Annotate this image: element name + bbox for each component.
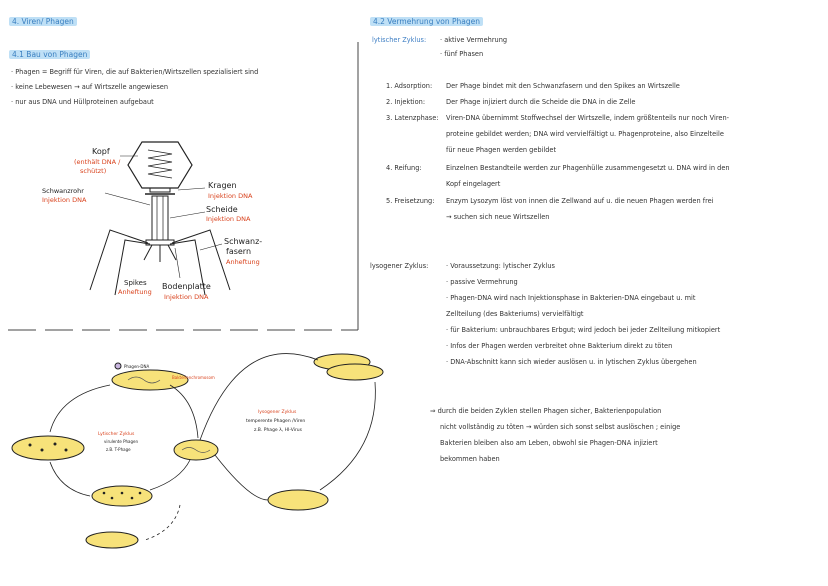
- bacterium-2: [11, 435, 85, 461]
- label-spikes-note: Anheftung: [118, 288, 152, 296]
- lyso-item-1: · Voraussetzung: lytischer Zyklus: [446, 262, 555, 270]
- label-lytic-title: Lytischer Zyklus: [98, 431, 135, 437]
- label-scheide-note: Injektion DNA: [206, 215, 251, 223]
- label-schwanzrohr-note: Injektion DNA: [42, 196, 87, 204]
- label-lysogenic-line3: z.B. Phage λ, HI-Virus: [254, 427, 303, 433]
- cycle-diagram: Phagen-DNA Bakterienchromosom Lytischer …: [11, 353, 384, 549]
- phage-collar: [149, 187, 171, 193]
- label-fasern-2: fasern: [226, 247, 251, 256]
- step-4-line-2: Kopf eingelagert: [446, 180, 501, 188]
- bacterium-right-2: [326, 363, 384, 381]
- bacterium-center-dna: [181, 447, 211, 453]
- arrow-lytic-2: [49, 461, 91, 497]
- pointer-schwanzrohr: [104, 192, 151, 206]
- tail-fiber-2: [114, 239, 151, 296]
- label-bodenplatte: Bodenplatte: [162, 282, 211, 291]
- lyso-item-6: · Infos der Phagen werden verbreitet ohn…: [446, 342, 673, 350]
- pointer-kragen: [177, 187, 206, 191]
- step-1-line-1: Der Phage bindet mit den Schwanzfasern u…: [446, 82, 680, 90]
- step-3-line-1: Viren-DNA übernimmt Stoffwechsel der Wir…: [446, 114, 730, 122]
- phage-dot-1: [114, 362, 122, 370]
- phage-diagram: Kopf (enthält DNA / schützt) Kragen Inje…: [42, 141, 262, 301]
- label-lysogenic-title: lysogener Zyklus: [258, 409, 297, 415]
- pointer-fasern: [199, 243, 223, 251]
- phage-particles-2: [28, 442, 68, 452]
- arrow-lytic-1: [49, 384, 111, 433]
- label-lytic-line3: z.B. T-Phage: [106, 447, 131, 452]
- step-5-line-1: Enzym Lysozym löst von innen die Zellwan…: [446, 197, 714, 205]
- phage-particles-3: [102, 491, 142, 500]
- arrow-lyso-3: [199, 353, 319, 441]
- step-2-line-1: Der Phage injiziert durch die Scheide di…: [446, 98, 636, 106]
- step-4-line-1: Einzelnen Bestandteile werden zur Phagen…: [446, 164, 730, 172]
- step-3-label: 3. Latenzphase:: [386, 114, 439, 122]
- pointer-scheide: [169, 211, 206, 219]
- bau-bullet-3: · nur aus DNA und Hüllproteinen aufgebau…: [11, 98, 154, 106]
- arrow-to-center: [169, 384, 199, 439]
- spike-3: [167, 244, 177, 261]
- chapter-title: 4. Viren/ Phagen: [9, 17, 77, 26]
- step-3-line-3: für neue Phagen werden gebildet: [446, 146, 557, 154]
- phage-head: [127, 141, 193, 189]
- lyso-item-7: · DNA-Abschnitt kann sich wieder auslöse…: [446, 358, 697, 366]
- conclusion-line-1: ⇒ durch die beiden Zyklen stellen Phagen…: [430, 407, 662, 415]
- conclusion-line-2: nicht vollständig zu töten → würden sich…: [440, 423, 681, 431]
- lytic-item-1: · aktive Vermehrung: [440, 36, 508, 44]
- label-bakterienchromosom: Bakterienchromosom: [172, 375, 215, 380]
- label-kopf: Kopf: [92, 147, 110, 156]
- arrow-lytic-3: [149, 459, 191, 491]
- arrow-lyso-1: [214, 454, 269, 501]
- lyso-cycle-label: lysogener Zyklus:: [370, 262, 429, 270]
- label-spikes: Spikes: [124, 279, 147, 287]
- step-3-line-2: proteine gebildet werden; DNA wird vervi…: [446, 130, 724, 138]
- conclusion-line-3: Bakterien bleiben also am Leben, obwohl …: [440, 439, 658, 447]
- bacterium-1-dna: [127, 376, 161, 384]
- pointer-bodenplatte: [174, 247, 181, 279]
- tail-fiber-3: [171, 229, 231, 291]
- tail-fiber-1: [89, 229, 149, 291]
- lyso-item-3: · Phagen-DNA wird nach Injektionsphase i…: [446, 294, 696, 302]
- lyso-item-4: Zellteilung (des Bakteriums) vervielfält…: [446, 310, 584, 318]
- step-5-label: 5. Freisetzung:: [386, 197, 435, 205]
- step-4-label: 4. Reifung:: [386, 164, 422, 172]
- label-schwanzrohr: Schwanzrohr: [42, 187, 84, 195]
- lytic-item-2: · fünf Phasen: [440, 50, 484, 58]
- spike-1: [143, 244, 153, 261]
- step-1-label: 1. Adsorption:: [386, 82, 433, 90]
- step-2-label: 2. Injektion:: [386, 98, 426, 106]
- label-lysogenic-line2: temperente Phagen /Viren: [246, 418, 305, 424]
- bacterium-1: [111, 369, 189, 391]
- label-kragen: Kragen: [208, 181, 237, 190]
- arrow-dashed: [144, 504, 181, 541]
- label-bodenplatte-note: Injektion DNA: [164, 293, 209, 301]
- label-phagen-dna: Phagen-DNA: [124, 364, 149, 369]
- lyso-item-5: · für Bakterium: unbrauchbares Erbgut; w…: [446, 326, 721, 334]
- label-kopf-note2: schützt): [80, 167, 106, 175]
- bacterium-right-bottom: [267, 489, 329, 511]
- step-5-line-2: → suchen sich neue Wirtszellen: [446, 213, 550, 221]
- phage-dna-coil: [147, 149, 173, 179]
- label-kragen-note: Injektion DNA: [208, 192, 253, 200]
- label-scheide: Scheide: [206, 205, 238, 214]
- tail-fiber-4: [169, 239, 206, 296]
- left-frame: [8, 42, 359, 331]
- bacterium-3: [91, 485, 153, 507]
- bau-bullet-1: · Phagen = Begriff für Viren, die auf Ba…: [11, 68, 259, 76]
- section-title-bau: 4.1 Bau von Phagen: [9, 50, 91, 59]
- section-title-vermehrung: 4.2 Vermehrung von Phagen: [370, 17, 483, 26]
- label-fasern-1: Schwanz-: [224, 237, 262, 246]
- lyso-item-2: · passive Vermehrung: [446, 278, 518, 286]
- label-lytic-line2: virulente Phagen: [104, 439, 138, 444]
- label-kopf-note1: (enthält DNA /: [74, 158, 121, 166]
- label-fasern-note: Anheftung: [226, 258, 260, 266]
- bau-bullet-2: · keine Lebewesen → auf Wirtszelle angew…: [11, 83, 169, 91]
- conclusion-line-4: bekommen haben: [440, 455, 500, 463]
- bacterium-4: [85, 531, 139, 549]
- arrow-lyso-2: [319, 381, 376, 491]
- lytic-cycle-label: lytischer Zyklus:: [372, 36, 427, 44]
